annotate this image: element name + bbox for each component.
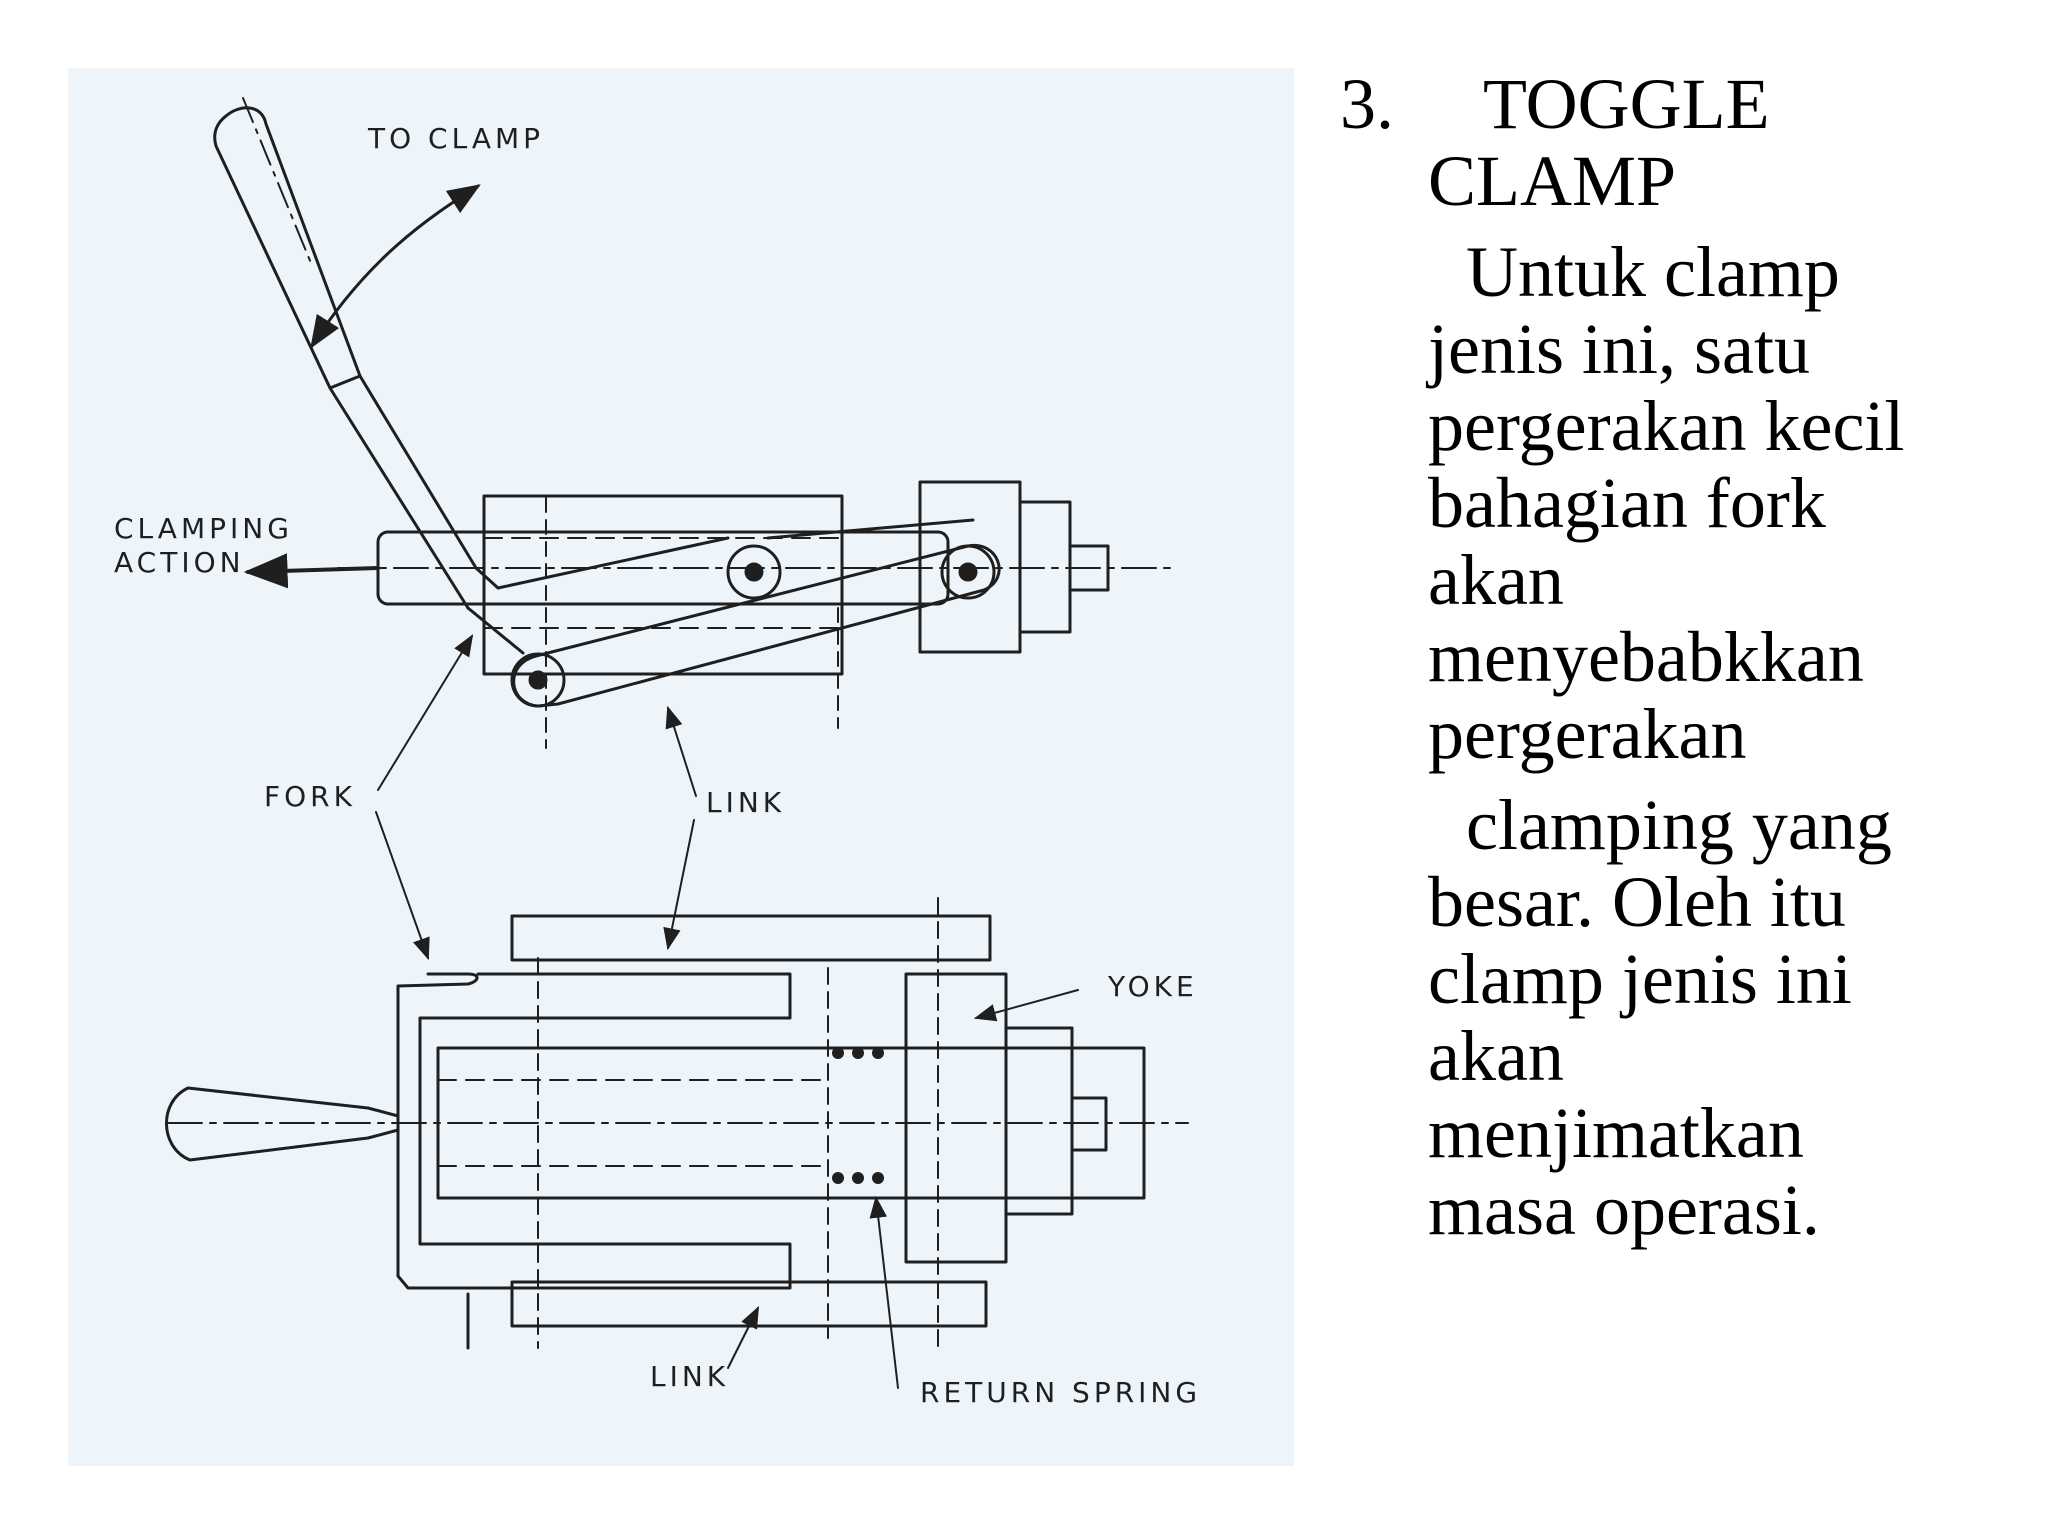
bolt-head-side [1070,1096,1108,1152]
fork-frame [396,972,792,1290]
p1-line: bahagian fork [1428,463,1826,543]
paragraph-2: clamping yang besar. Oleh itu clamp jeni… [1340,787,2020,1249]
p1-line: pergerakan kecil [1428,386,1905,466]
diagram-drawing: TO CLAMP CLAMPING ACTION FORK LINK YOKE … [114,97,1201,1409]
p1-line: jenis ini, satu [1428,309,1810,389]
link-bar-upper [766,518,975,540]
p2-line: akan [1428,1016,1564,1096]
paragraph-1: Untuk clamp jenis ini, satu pergerakan k… [1340,234,2020,773]
p2-line: masa operasi. [1428,1170,1820,1250]
handle-shaft [328,374,478,610]
p2-line: menjimatkan [1428,1093,1804,1173]
to-clamp-arrow [310,184,481,349]
p2-line: clamping yang [1428,787,2020,864]
pivot-middle [726,544,782,600]
label-clamping: CLAMPING [114,512,293,545]
p1-line: pergerakan [1428,694,1747,774]
handle-side [165,1086,400,1162]
label-link-top: LINK [706,786,785,819]
p1-line: akan [1428,540,1564,620]
yoke-block-side [904,972,1008,1264]
slide-number: 3. [1340,64,1394,144]
bolt-head-top [1068,544,1110,592]
toggle-clamp-diagram: TO CLAMP CLAMPING ACTION FORK LINK YOKE … [68,68,1294,1466]
link-plate-top [510,914,992,962]
label-fork: FORK [264,780,356,813]
body-block-top [482,494,844,676]
p2-line-text: clamping yang [1466,785,1892,865]
return-spring-dots [832,1047,884,1184]
heading-title-line2: CLAMP [1428,141,1677,221]
nut-side [1004,1026,1074,1216]
label-return-spring: RETURN SPRING [920,1376,1201,1409]
heading-title-line1: TOGGLE [1483,64,1770,144]
label-link-bottom: LINK [650,1360,729,1393]
p1-line-text: Untuk clamp [1466,232,1840,312]
p2-line: besar. Oleh itu [1428,862,1846,942]
p1-line: Untuk clamp [1428,234,2020,311]
pivot-left [510,652,566,708]
label-action: ACTION [114,546,245,579]
p2-line: clamp jenis ini [1428,939,1852,1019]
label-yoke: YOKE [1107,970,1198,1003]
label-to-clamp: TO CLAMP [367,122,544,155]
pivot-right [940,544,996,600]
fork-body [466,536,730,655]
p1-line: menyebabkkan [1428,617,1864,697]
clamping-action-arrow [243,553,380,589]
handle-grip [213,97,362,390]
slide-heading: 3. TOGGLE [1340,66,2020,143]
slide-text: 3. TOGGLE CLAMP Untuk clamp jenis ini, sa… [1340,66,2020,1249]
